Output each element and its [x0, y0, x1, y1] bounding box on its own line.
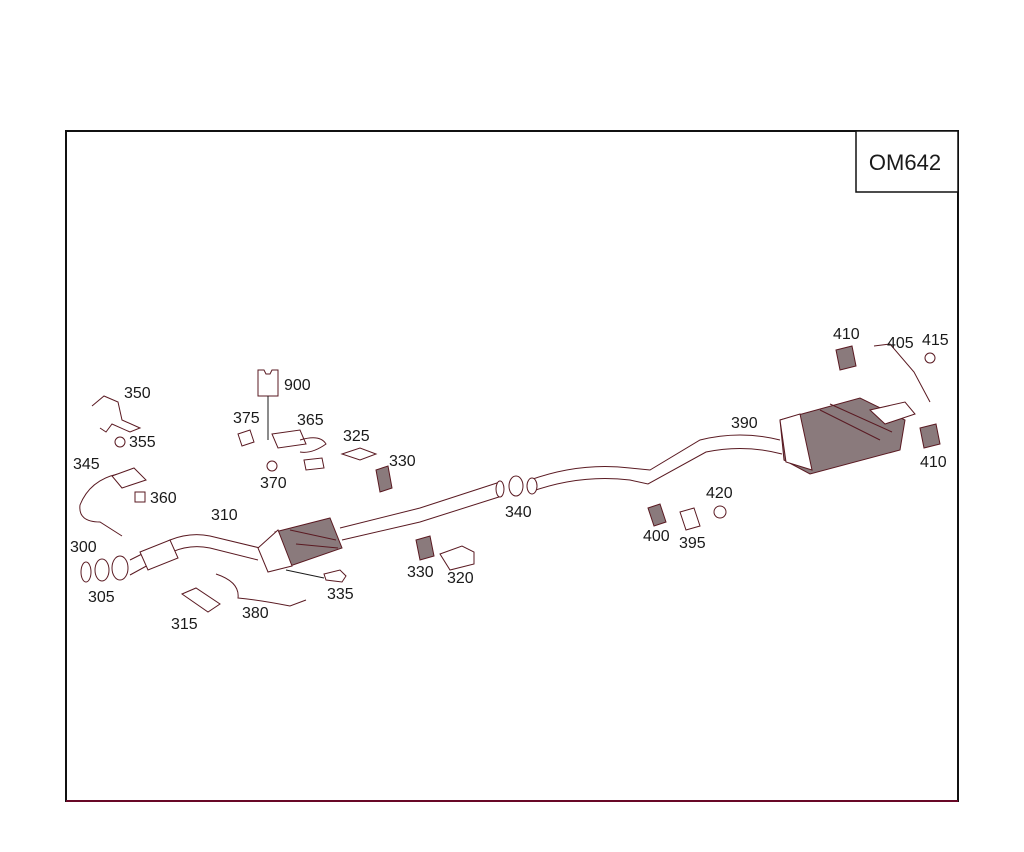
nut-355: [114, 436, 126, 448]
middle-pipe: [339, 481, 501, 529]
gasket-315: [180, 587, 221, 613]
callout-395: 395: [679, 535, 706, 552]
bracket-320: [439, 545, 475, 571]
callout-375: 375: [233, 410, 260, 427]
gasket-305a: [80, 561, 92, 583]
clamp-395: [679, 507, 701, 531]
bracket-350: [91, 395, 142, 433]
pipe-flange-300: [111, 555, 129, 581]
washer-420: [713, 505, 727, 519]
callout-405: 405: [887, 335, 914, 352]
callout-300: 300: [70, 539, 97, 556]
callout-labels: 300 305 310 315 320 325 330 330 335 340 …: [70, 326, 949, 633]
callout-410-lower: 410: [920, 454, 947, 471]
exhaust-pipe-assembly: [80, 397, 916, 583]
callout-325: 325: [343, 428, 370, 445]
pipe-clamp-340: [508, 475, 524, 497]
clip-375: [237, 429, 255, 447]
callout-370: 370: [260, 475, 287, 492]
callout-345: 345: [73, 456, 100, 473]
rubber-mount-330a: [375, 465, 393, 493]
engine-code-label: OM642: [869, 150, 941, 175]
rubber-mount-400: [647, 503, 667, 527]
flex-joint: [139, 539, 179, 571]
callout-360: 360: [150, 490, 177, 507]
callout-315: 315: [171, 616, 198, 633]
sensor-365: [271, 429, 307, 449]
callout-365: 365: [297, 412, 324, 429]
bracket-325: [340, 447, 378, 461]
gasket-305b: [94, 558, 110, 582]
sensor-wire-380: [215, 573, 307, 607]
callout-305: 305: [88, 589, 115, 606]
callout-340: 340: [505, 504, 532, 521]
callout-355: 355: [129, 434, 156, 451]
callout-900: 900: [284, 377, 311, 394]
callout-380: 380: [242, 605, 269, 622]
rear-muffler-390: [779, 397, 906, 475]
callout-410-upper: 410: [833, 326, 860, 343]
engine-code-box: OM642: [855, 130, 959, 193]
callout-330-upper: 330: [389, 453, 416, 470]
callout-420: 420: [706, 485, 733, 502]
bolt-335: [323, 569, 347, 583]
nut-360: [134, 491, 146, 503]
sensor-wire-345: [79, 473, 123, 537]
callout-400: 400: [643, 528, 670, 545]
marker-900: [257, 369, 279, 397]
callout-335: 335: [327, 586, 354, 603]
callout-350: 350: [124, 385, 151, 402]
tail-pipe: [868, 401, 916, 425]
rubber-mount-410a: [835, 345, 857, 371]
callout-390: 390: [731, 415, 758, 432]
sensor-connector-345: [111, 467, 147, 489]
callout-310: 310: [211, 507, 238, 524]
rubber-mount-330b: [415, 535, 435, 561]
callout-320: 320: [447, 570, 474, 587]
rear-pipe: [529, 434, 781, 481]
bracket-405: [873, 343, 931, 403]
washer-415: [924, 352, 936, 364]
nut-370: [266, 460, 278, 472]
rubber-mount-410b: [919, 423, 941, 449]
callout-415: 415: [922, 332, 949, 349]
callout-330-lower: 330: [407, 564, 434, 581]
